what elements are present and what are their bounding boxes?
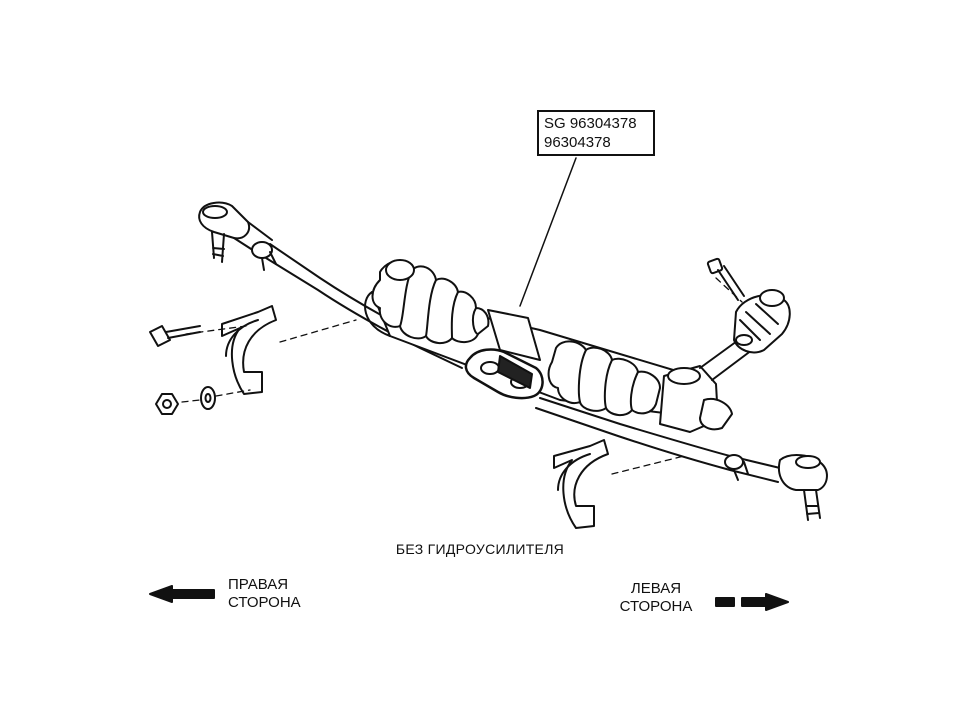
right-bolt bbox=[149, 325, 201, 347]
right-washer bbox=[200, 386, 216, 410]
assembly-dashed-lines bbox=[181, 277, 743, 475]
left-bellows-boot bbox=[547, 340, 661, 416]
right-clamp-bracket bbox=[221, 305, 277, 395]
center-mount-bracket bbox=[464, 348, 544, 400]
right-side-line2: СТОРОНА bbox=[228, 594, 301, 611]
left-side-label: ЛЕВАЯ СТОРОНА bbox=[608, 580, 704, 616]
right-side-line1: ПРАВАЯ bbox=[228, 576, 289, 593]
right-side-label: ПРАВАЯ СТОРОНА bbox=[228, 576, 301, 612]
left-clamp-bracket bbox=[553, 439, 609, 529]
pinion-housing bbox=[659, 335, 753, 433]
part-number-callout: SG 96304378 96304378 bbox=[537, 110, 655, 156]
left-side-line1: ЛЕВАЯ bbox=[630, 580, 682, 597]
diagram-caption: БЕЗ ГИДРОУСИЛИТЕЛЯ bbox=[395, 541, 565, 557]
part-number-secondary: 96304378 bbox=[544, 134, 611, 151]
steering-coupling bbox=[733, 289, 791, 354]
left-side-arrow bbox=[715, 593, 789, 611]
part-number-primary: SG 96304378 bbox=[544, 115, 637, 132]
callout-leader-line bbox=[519, 157, 577, 307]
left-tie-rod bbox=[535, 397, 781, 483]
coupling-bolt bbox=[706, 257, 745, 301]
right-nut bbox=[155, 393, 179, 415]
right-bellows-boot bbox=[371, 259, 541, 361]
right-side-arrow bbox=[149, 585, 215, 603]
right-tie-rod-end bbox=[198, 201, 277, 271]
left-tie-rod-end bbox=[724, 454, 828, 521]
left-side-line2: СТОРОНА bbox=[619, 598, 693, 615]
